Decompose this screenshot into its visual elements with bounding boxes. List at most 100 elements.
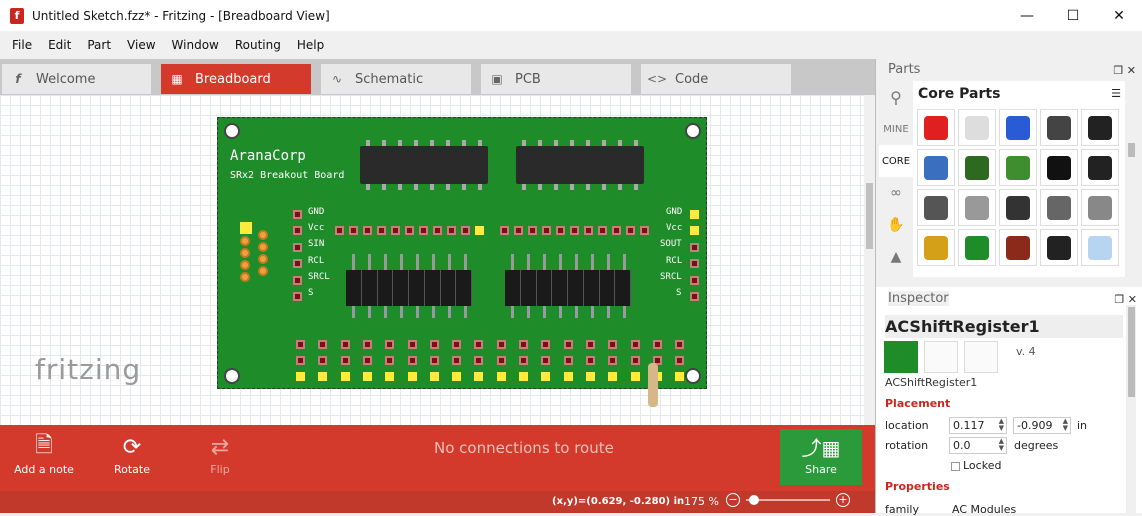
inspector-title[interactable]: ACShiftRegister1 bbox=[885, 315, 1123, 338]
menu-file[interactable]: File bbox=[12, 38, 33, 52]
part-pcb-module[interactable] bbox=[958, 229, 996, 266]
bin-mine[interactable]: MINE bbox=[883, 123, 909, 135]
arduino-icon[interactable]: ∞ bbox=[890, 185, 902, 201]
part-stepper[interactable] bbox=[1081, 189, 1119, 226]
zoom-slider-track[interactable] bbox=[746, 499, 830, 501]
part-seven-segment[interactable] bbox=[1081, 109, 1119, 146]
resistor[interactable] bbox=[648, 363, 658, 407]
board-pad bbox=[405, 226, 414, 235]
part-piezo[interactable] bbox=[1040, 149, 1078, 186]
locked-checkbox[interactable]: Locked bbox=[951, 459, 1001, 472]
scroll-thumb[interactable] bbox=[1128, 307, 1135, 397]
part-lcd-screen[interactable] bbox=[999, 149, 1037, 186]
menu-help[interactable]: Help bbox=[296, 38, 325, 52]
flip-button[interactable]: ⇄ Flip bbox=[180, 431, 260, 477]
board-pad bbox=[690, 242, 699, 252]
part-motor[interactable] bbox=[917, 189, 955, 226]
board-pad bbox=[296, 340, 305, 349]
parts-panel-controls[interactable]: ❐ ✕ bbox=[1113, 64, 1136, 77]
part-chip[interactable] bbox=[1040, 229, 1078, 266]
search-icon[interactable]: ⚲ bbox=[890, 87, 902, 107]
hand-icon[interactable]: ✋ bbox=[887, 217, 905, 233]
maximize-button[interactable]: ☐ bbox=[1066, 7, 1080, 24]
rotate-button[interactable]: ⟳ Rotate bbox=[92, 431, 172, 477]
part-dc-motor[interactable] bbox=[958, 189, 996, 226]
menu-routing[interactable]: Routing bbox=[234, 38, 281, 52]
status-bar: (x,y)=(0.629, -0.280) in 175 % − + bbox=[0, 491, 875, 513]
checkbox-icon[interactable] bbox=[951, 461, 960, 471]
placement-header[interactable]: Placement bbox=[885, 397, 951, 410]
inspector-scrollbar[interactable] bbox=[1126, 305, 1136, 513]
tab-code[interactable]: <> Code bbox=[641, 64, 791, 94]
tab-pcb[interactable]: ▣ PCB bbox=[481, 64, 631, 94]
seeed-icon[interactable]: ▲ bbox=[890, 249, 902, 265]
shift-register-board[interactable]: AranaCorp SRx2 Breakout Board GND Vcc SI… bbox=[217, 117, 707, 389]
part-lcd-glass[interactable] bbox=[1081, 229, 1119, 266]
pcb-module-icon bbox=[965, 235, 989, 260]
part-led-matrix[interactable] bbox=[917, 149, 955, 186]
part-led[interactable] bbox=[917, 109, 955, 146]
menu-view[interactable]: View bbox=[127, 38, 156, 52]
board-pad bbox=[362, 356, 372, 365]
location-x-input[interactable]: 0.117 ▲▼ bbox=[949, 417, 1007, 434]
board-pad bbox=[340, 372, 350, 381]
zoom-out-button[interactable]: − bbox=[726, 493, 740, 507]
part-speaker[interactable] bbox=[1081, 149, 1119, 186]
part-star-led[interactable] bbox=[1040, 109, 1078, 146]
vertical-scrollbar[interactable] bbox=[864, 95, 875, 425]
pin-label: Vcc bbox=[666, 223, 683, 233]
board-pad bbox=[377, 226, 386, 235]
mounting-hole bbox=[685, 123, 701, 139]
part-servo-driver[interactable] bbox=[999, 189, 1037, 226]
routing-status: No connections to route bbox=[434, 439, 614, 457]
inspector-panel-controls[interactable]: ❐ ✕ bbox=[1114, 293, 1137, 306]
add-note-label: Add a note bbox=[14, 463, 74, 476]
board-pad bbox=[461, 226, 470, 235]
board-pad bbox=[293, 292, 302, 301]
location-unit[interactable]: in bbox=[1077, 419, 1088, 432]
tab-breadboard[interactable]: ▦ Breadboard bbox=[161, 64, 311, 94]
location-y-input[interactable]: -0.909 ▲▼ bbox=[1013, 417, 1071, 434]
close-window-button[interactable]: ✕ bbox=[1113, 7, 1125, 24]
board-pad bbox=[542, 226, 551, 235]
pin-label: Vcc bbox=[308, 223, 325, 233]
board-pad bbox=[675, 356, 685, 365]
motor-icon bbox=[924, 195, 948, 220]
board-pad bbox=[675, 340, 685, 349]
part-servo[interactable] bbox=[1040, 189, 1078, 226]
properties-header[interactable]: Properties bbox=[885, 480, 950, 493]
header-pin bbox=[240, 222, 252, 234]
bin-menu-icon[interactable]: ☰ bbox=[1111, 87, 1121, 100]
spin-arrows-icon[interactable]: ▲▼ bbox=[1062, 417, 1068, 432]
breadboard-canvas[interactable]: fritzing AranaCorp SRx2 Breakout Board G… bbox=[0, 95, 864, 425]
part-rgb-led[interactable] bbox=[999, 109, 1037, 146]
lcd-display-icon bbox=[965, 155, 989, 180]
menu-edit[interactable]: Edit bbox=[48, 38, 72, 52]
family-value[interactable]: AC Modules bbox=[952, 503, 1017, 516]
part-light-bulb[interactable] bbox=[958, 109, 996, 146]
header-pin bbox=[240, 236, 250, 246]
part-sensor-board[interactable] bbox=[999, 229, 1037, 266]
spin-arrows-icon[interactable]: ▲▼ bbox=[998, 437, 1004, 452]
menu-window[interactable]: Window bbox=[171, 38, 219, 52]
spin-arrows-icon[interactable]: ▲▼ bbox=[998, 417, 1004, 432]
share-button[interactable]: ⤴▦ Share bbox=[780, 429, 862, 485]
scroll-thumb[interactable] bbox=[866, 183, 873, 249]
board-pad bbox=[452, 372, 462, 381]
bin-core[interactable]: CORE bbox=[879, 145, 913, 177]
header-pin bbox=[240, 272, 250, 282]
menu-part[interactable]: Part bbox=[87, 38, 112, 52]
zoom-slider-handle[interactable] bbox=[749, 495, 760, 505]
tab-welcome[interactable]: f Welcome bbox=[2, 64, 151, 94]
inspector-panel: Inspector ❐ ✕ ACShiftRegister1 v. 4 ACSh… bbox=[876, 287, 1142, 516]
tab-schematic[interactable]: ∿ Schematic bbox=[321, 64, 471, 94]
zoom-in-button[interactable]: + bbox=[836, 493, 850, 507]
battery-icon bbox=[924, 235, 948, 260]
minimize-button[interactable]: — bbox=[1020, 7, 1034, 24]
part-battery[interactable] bbox=[917, 229, 955, 266]
part-lcd-display[interactable] bbox=[958, 149, 996, 186]
rotation-input[interactable]: 0.0 ▲▼ bbox=[949, 437, 1007, 454]
add-note-button[interactable]: 🗎 Add a note bbox=[4, 431, 84, 476]
scroll-thumb[interactable] bbox=[1128, 143, 1135, 157]
parts-scrollbar[interactable] bbox=[1126, 81, 1136, 277]
